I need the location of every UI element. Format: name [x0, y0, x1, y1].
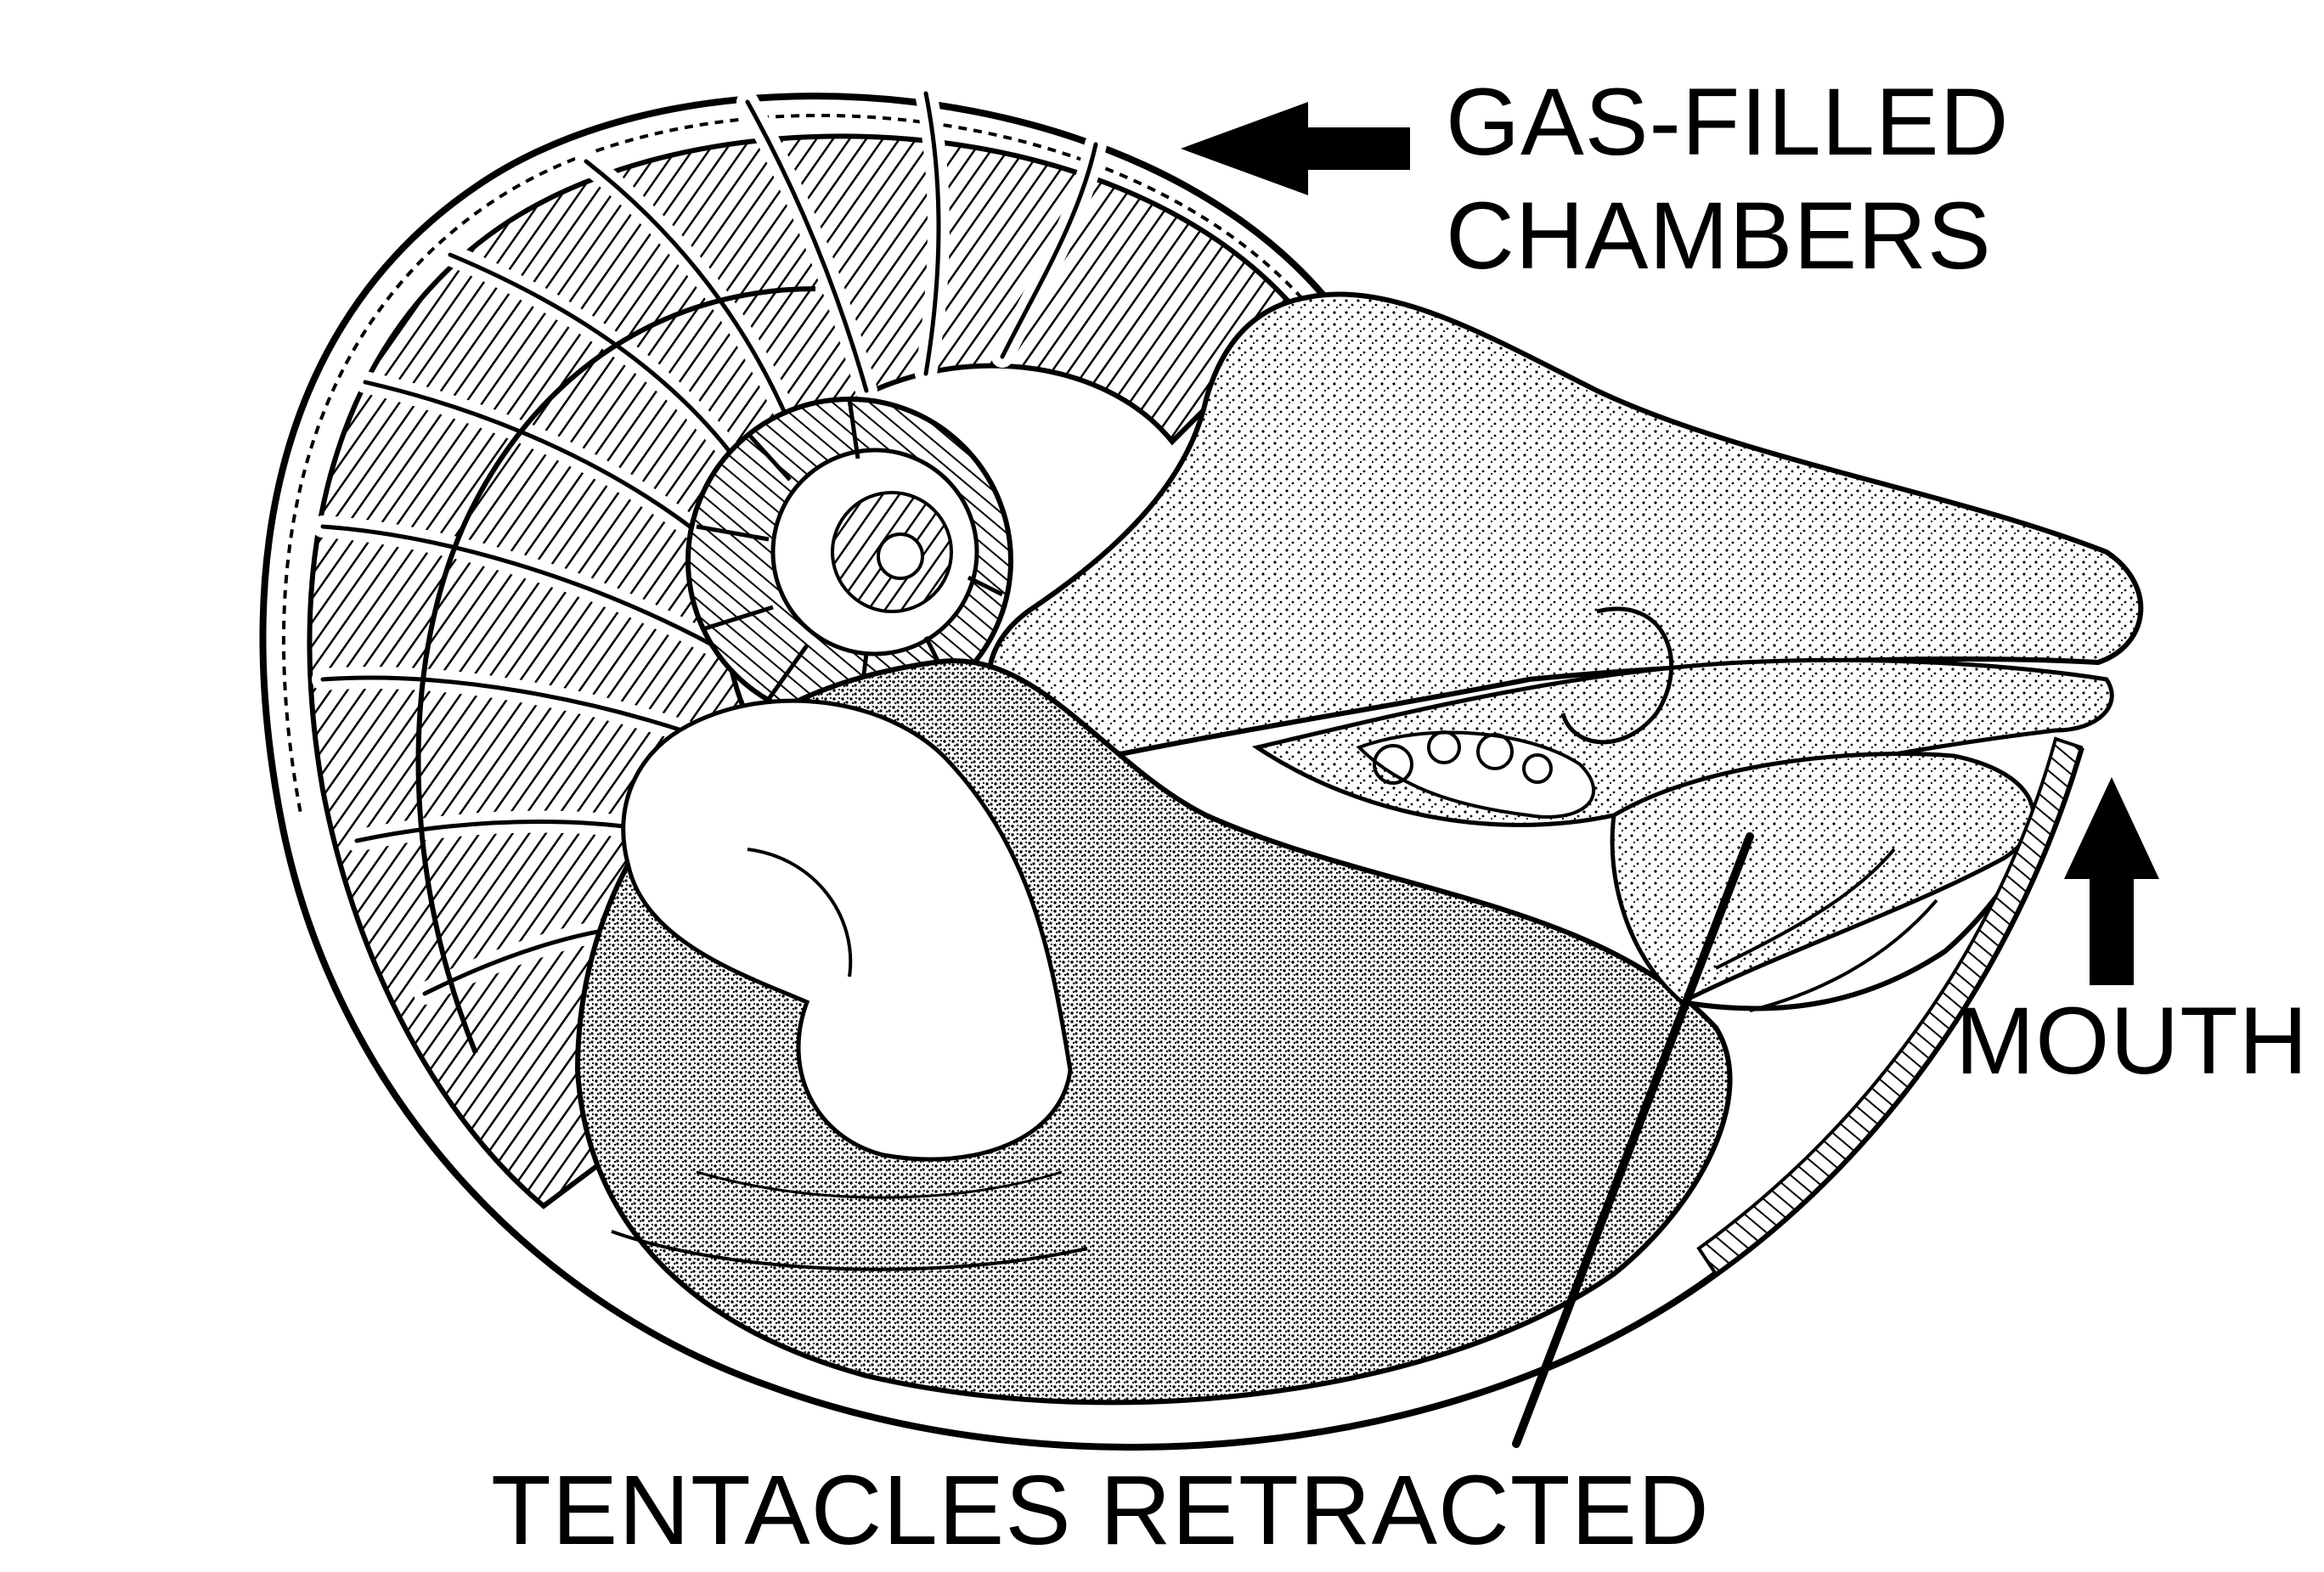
- inner-spiral: [685, 397, 1013, 724]
- tentacles-pointer-line: [1512, 832, 1754, 1448]
- gas-chambers-arrow: [1181, 102, 1410, 195]
- gas-chambers: [307, 82, 1304, 1209]
- body: [574, 658, 1733, 1406]
- gas-filled-label-line2: CHAMBERS: [1446, 183, 1992, 289]
- gas-filled-label-line1: GAS-FILLED: [1446, 69, 2010, 175]
- shell-lip: [1696, 736, 2084, 1276]
- mouth-label: MOUTH: [1955, 988, 2309, 1094]
- tentacles-retracted-label: TENTACLES RETRACTED: [491, 1455, 1710, 1565]
- tentacles: [1251, 606, 2114, 1012]
- mouth-arrow: [2064, 777, 2159, 985]
